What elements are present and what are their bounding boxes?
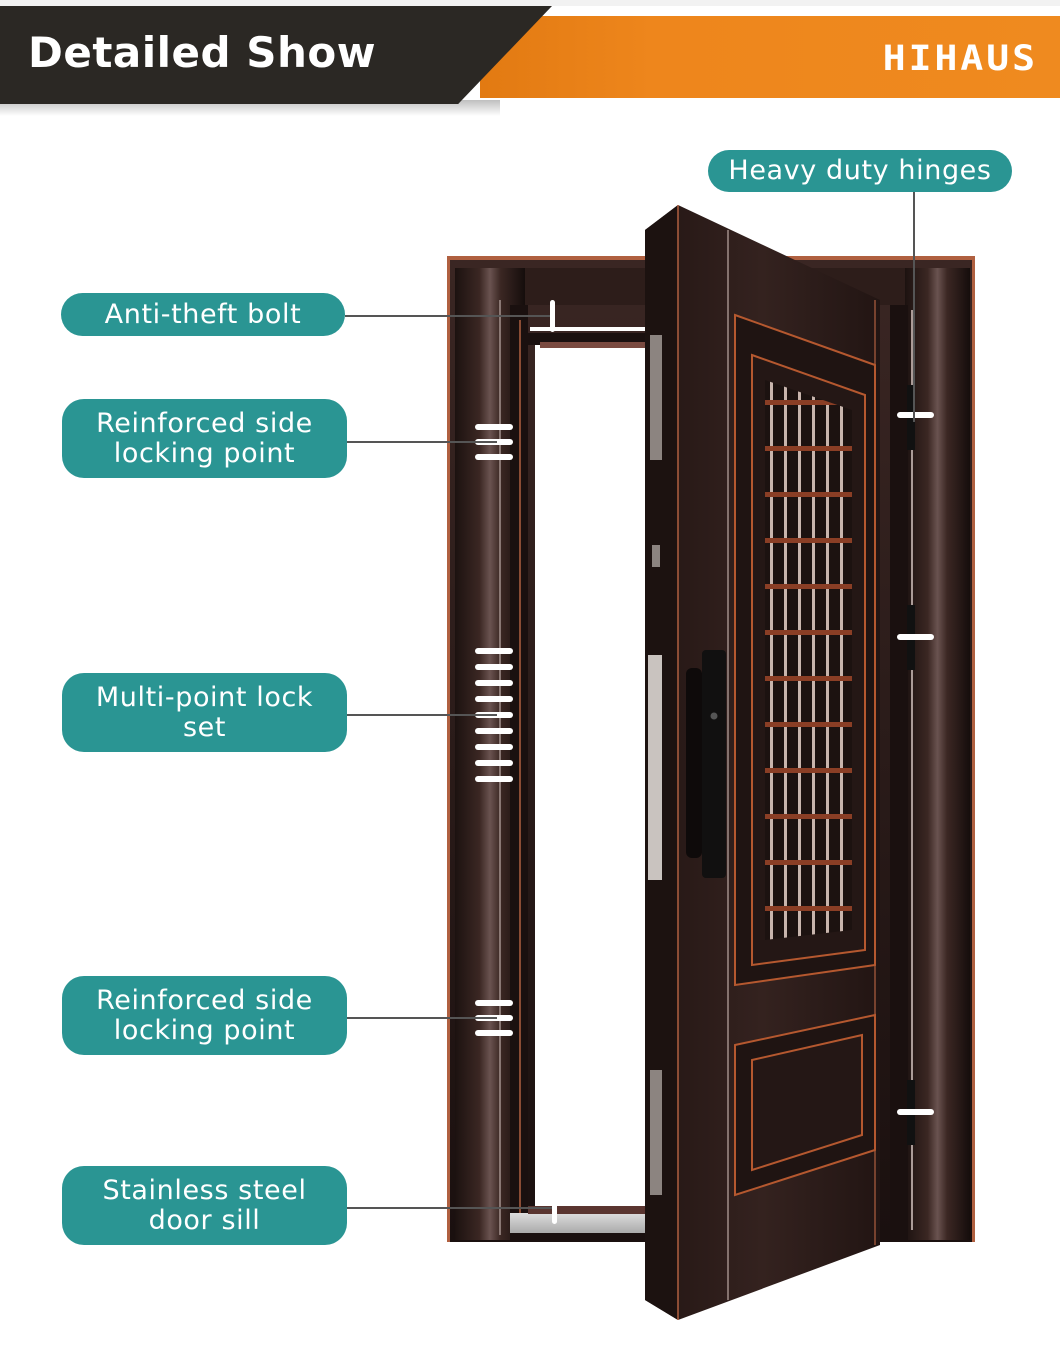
callout-label-line-2: set xyxy=(182,711,227,743)
header-banner: Detailed Show HIHAUS xyxy=(0,0,1060,130)
leader-line-multi-point-lock xyxy=(347,714,497,716)
callout-label-line-2: door sill xyxy=(148,1204,261,1236)
callout-reinforced-side-locking-point-top: Reinforced side locking point xyxy=(62,399,347,478)
callout-label-line-1: Reinforced side xyxy=(96,984,313,1016)
leader-line-hinges xyxy=(913,192,915,422)
callout-label: Heavy duty hinges xyxy=(728,155,992,186)
header-top-strip xyxy=(0,0,1060,6)
hinge-markers xyxy=(897,385,934,1145)
title-bar xyxy=(0,6,552,104)
leader-line-locking-point-top xyxy=(347,441,497,443)
brand-logo: HIHAUS xyxy=(882,37,1038,79)
callout-stainless-steel-door-sill: Stainless steel door sill xyxy=(62,1166,347,1245)
callout-label-line-2: locking point xyxy=(113,1014,296,1046)
leader-line-door-sill xyxy=(347,1207,552,1209)
callout-heavy-duty-hinges: Heavy duty hinges xyxy=(708,150,1012,192)
callout-label: Anti-theft bolt xyxy=(104,298,302,330)
page-title: Detailed Show xyxy=(28,28,377,77)
callout-multi-point-lock-set: Multi-point lock set xyxy=(62,673,347,752)
leader-line-locking-point-bottom xyxy=(347,1017,497,1019)
callout-label-line-1: Stainless steel xyxy=(102,1174,307,1206)
callout-label-line-1: Multi-point lock xyxy=(95,681,314,713)
leader-line-anti-theft-bolt xyxy=(345,315,550,317)
callout-anti-theft-bolt: Anti-theft bolt xyxy=(61,293,345,336)
callout-label-line-1: Reinforced side xyxy=(96,407,313,439)
brand-bar xyxy=(480,16,1060,98)
title-bar-shadow xyxy=(0,100,500,116)
callout-label-line-2: locking point xyxy=(113,437,296,469)
callout-reinforced-side-locking-point-bottom: Reinforced side locking point xyxy=(62,976,347,1055)
